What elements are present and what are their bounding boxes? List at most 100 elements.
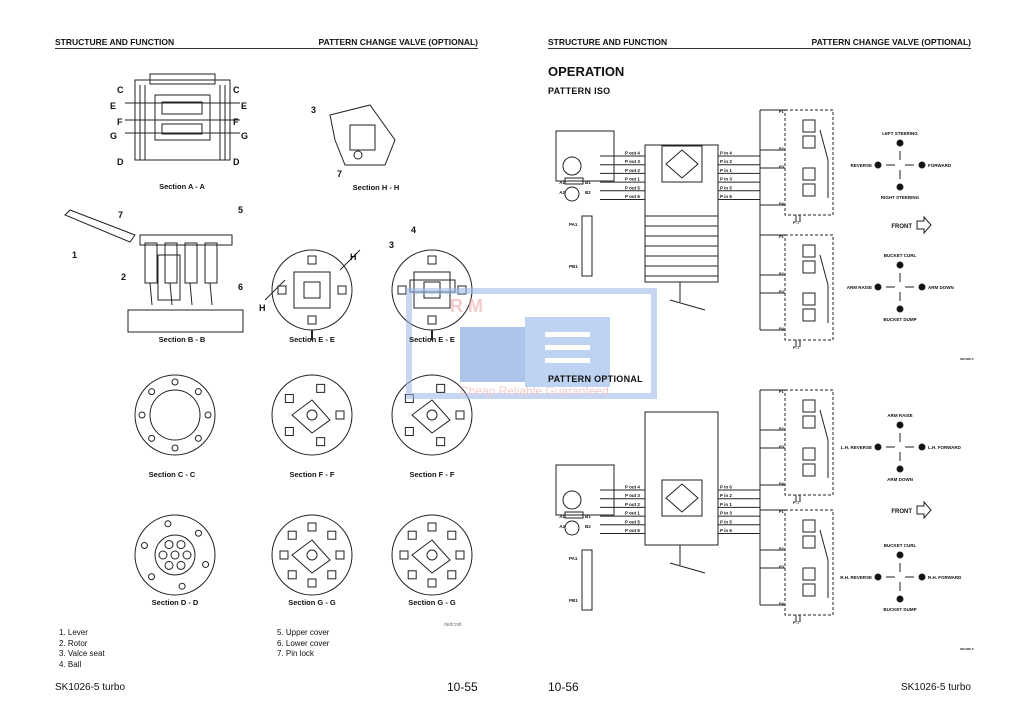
joystick-down-label: RIGHT STEERING <box>881 195 920 200</box>
part-outline <box>204 242 218 284</box>
p-out-label: P out 6 <box>625 194 640 199</box>
mark-f-right: F <box>233 117 239 127</box>
control-valve-bank <box>784 509 834 616</box>
port-block <box>335 410 345 420</box>
part-outline <box>349 124 376 151</box>
pilot-joystick <box>564 520 580 536</box>
valve-port-p3: P3 <box>779 289 785 294</box>
joystick-position-dot <box>874 573 882 581</box>
rotor <box>291 399 331 434</box>
port-block <box>407 570 417 580</box>
bolt-hole <box>194 388 202 396</box>
schematic-code: SK1026-5 <box>960 647 974 651</box>
bolt-hole <box>140 542 148 550</box>
joystick-position-dot <box>896 261 904 269</box>
port-label-a2: A2 <box>559 524 565 529</box>
port-block <box>447 530 457 540</box>
joystick-right-label: ARM DOWN <box>928 285 954 290</box>
bolt-hole <box>202 560 210 568</box>
spool <box>802 260 816 274</box>
mark-e-right: E <box>241 101 248 111</box>
watermark-slogan: Cheap Reliable Guaranteed <box>460 384 609 398</box>
port-block <box>316 383 326 393</box>
p-in-label: P in 6 <box>720 194 732 199</box>
operation-title: OPERATION <box>548 64 625 79</box>
port-label-b1: B1 <box>585 180 591 185</box>
part-outline <box>149 73 216 85</box>
p-out-label: P out 2 <box>625 502 640 507</box>
line <box>819 254 829 286</box>
joystick-right-label: FORWARD <box>928 163 952 168</box>
section-housing <box>271 374 353 456</box>
callout-6: 6 <box>238 282 244 292</box>
spool <box>802 447 816 461</box>
joystick-position-dot <box>874 283 882 291</box>
spool <box>802 399 816 413</box>
joystick-position-dot <box>896 183 904 191</box>
section-housing <box>271 249 353 331</box>
joystick-position-dot <box>896 421 904 429</box>
section-housing <box>271 514 353 596</box>
port-block <box>436 383 446 393</box>
port-block <box>404 426 414 436</box>
line <box>669 299 706 311</box>
valve-port-p2: P2 <box>779 146 785 151</box>
ball <box>337 285 347 295</box>
caption-section-c: Section C - C <box>148 470 196 479</box>
port-block <box>307 578 317 588</box>
p-in-label: P in 5 <box>720 519 732 524</box>
circle <box>426 549 438 561</box>
valve-port-pt: P-T <box>793 220 800 225</box>
section-h-body <box>329 104 396 166</box>
valve-port-pt: P-T <box>793 500 800 505</box>
port-hole <box>164 540 174 550</box>
part-outline <box>161 101 203 115</box>
legend-left: 1. Lever 2. Rotor 3. Valce seat 4. Ball <box>59 628 105 670</box>
left-header-rule <box>55 48 478 49</box>
valve-port-p4: P4 <box>779 326 785 331</box>
spool <box>802 535 816 549</box>
line <box>209 282 213 306</box>
port-label-b1: B1 <box>585 514 591 519</box>
front-arrow-icon <box>916 500 932 520</box>
mark-d-left: D <box>117 157 124 167</box>
line <box>169 282 173 306</box>
pilot-circuit <box>555 130 615 182</box>
bolt-hole <box>148 388 156 396</box>
callout-7: 7 <box>118 210 124 220</box>
p-in-label: P in 6 <box>720 485 732 490</box>
port-label-pa1: PA1 <box>569 222 578 227</box>
p-out-label: P out 4 <box>625 151 640 156</box>
pedal-valve <box>581 549 593 611</box>
rotor <box>411 539 451 574</box>
joystick-left-label: R.H. REVERSE <box>840 575 872 580</box>
pattern-optional-title: PATTERN OPTIONAL <box>548 374 643 384</box>
lever-handle <box>64 209 136 243</box>
port-block <box>287 530 297 540</box>
mark-g-left: G <box>110 131 118 141</box>
joystick-position-dot <box>896 551 904 559</box>
valve-port-p1: P1 <box>779 389 785 394</box>
right-page-number: 10-56 <box>548 680 579 694</box>
p-in-label: P in 6 <box>720 528 732 533</box>
legend-item: 2. Rotor <box>59 638 88 648</box>
spool <box>802 519 816 533</box>
bolt-hole <box>171 378 179 386</box>
joystick-left-label: ARM RAISE <box>847 285 872 290</box>
bolt-hole <box>194 529 202 537</box>
mark-f-left: F <box>117 117 123 127</box>
caption-section-f2: Section F - F <box>409 470 455 479</box>
port-label-b2: B2 <box>585 190 591 195</box>
pilot-joystick <box>564 186 580 202</box>
p-out-label: P out 5 <box>625 185 640 190</box>
legend-item: 1. Lever <box>59 628 88 637</box>
part-outline <box>157 254 181 301</box>
joystick-down-label: BUCKET DUMP <box>883 317 916 322</box>
watermark-logo: R M Cheap Reliable Guaranteed <box>405 287 658 400</box>
part-outline <box>144 242 158 284</box>
line <box>819 409 829 441</box>
section-housing <box>134 374 216 456</box>
callout-1: 1 <box>72 250 78 260</box>
callout-5: 5 <box>238 205 244 215</box>
